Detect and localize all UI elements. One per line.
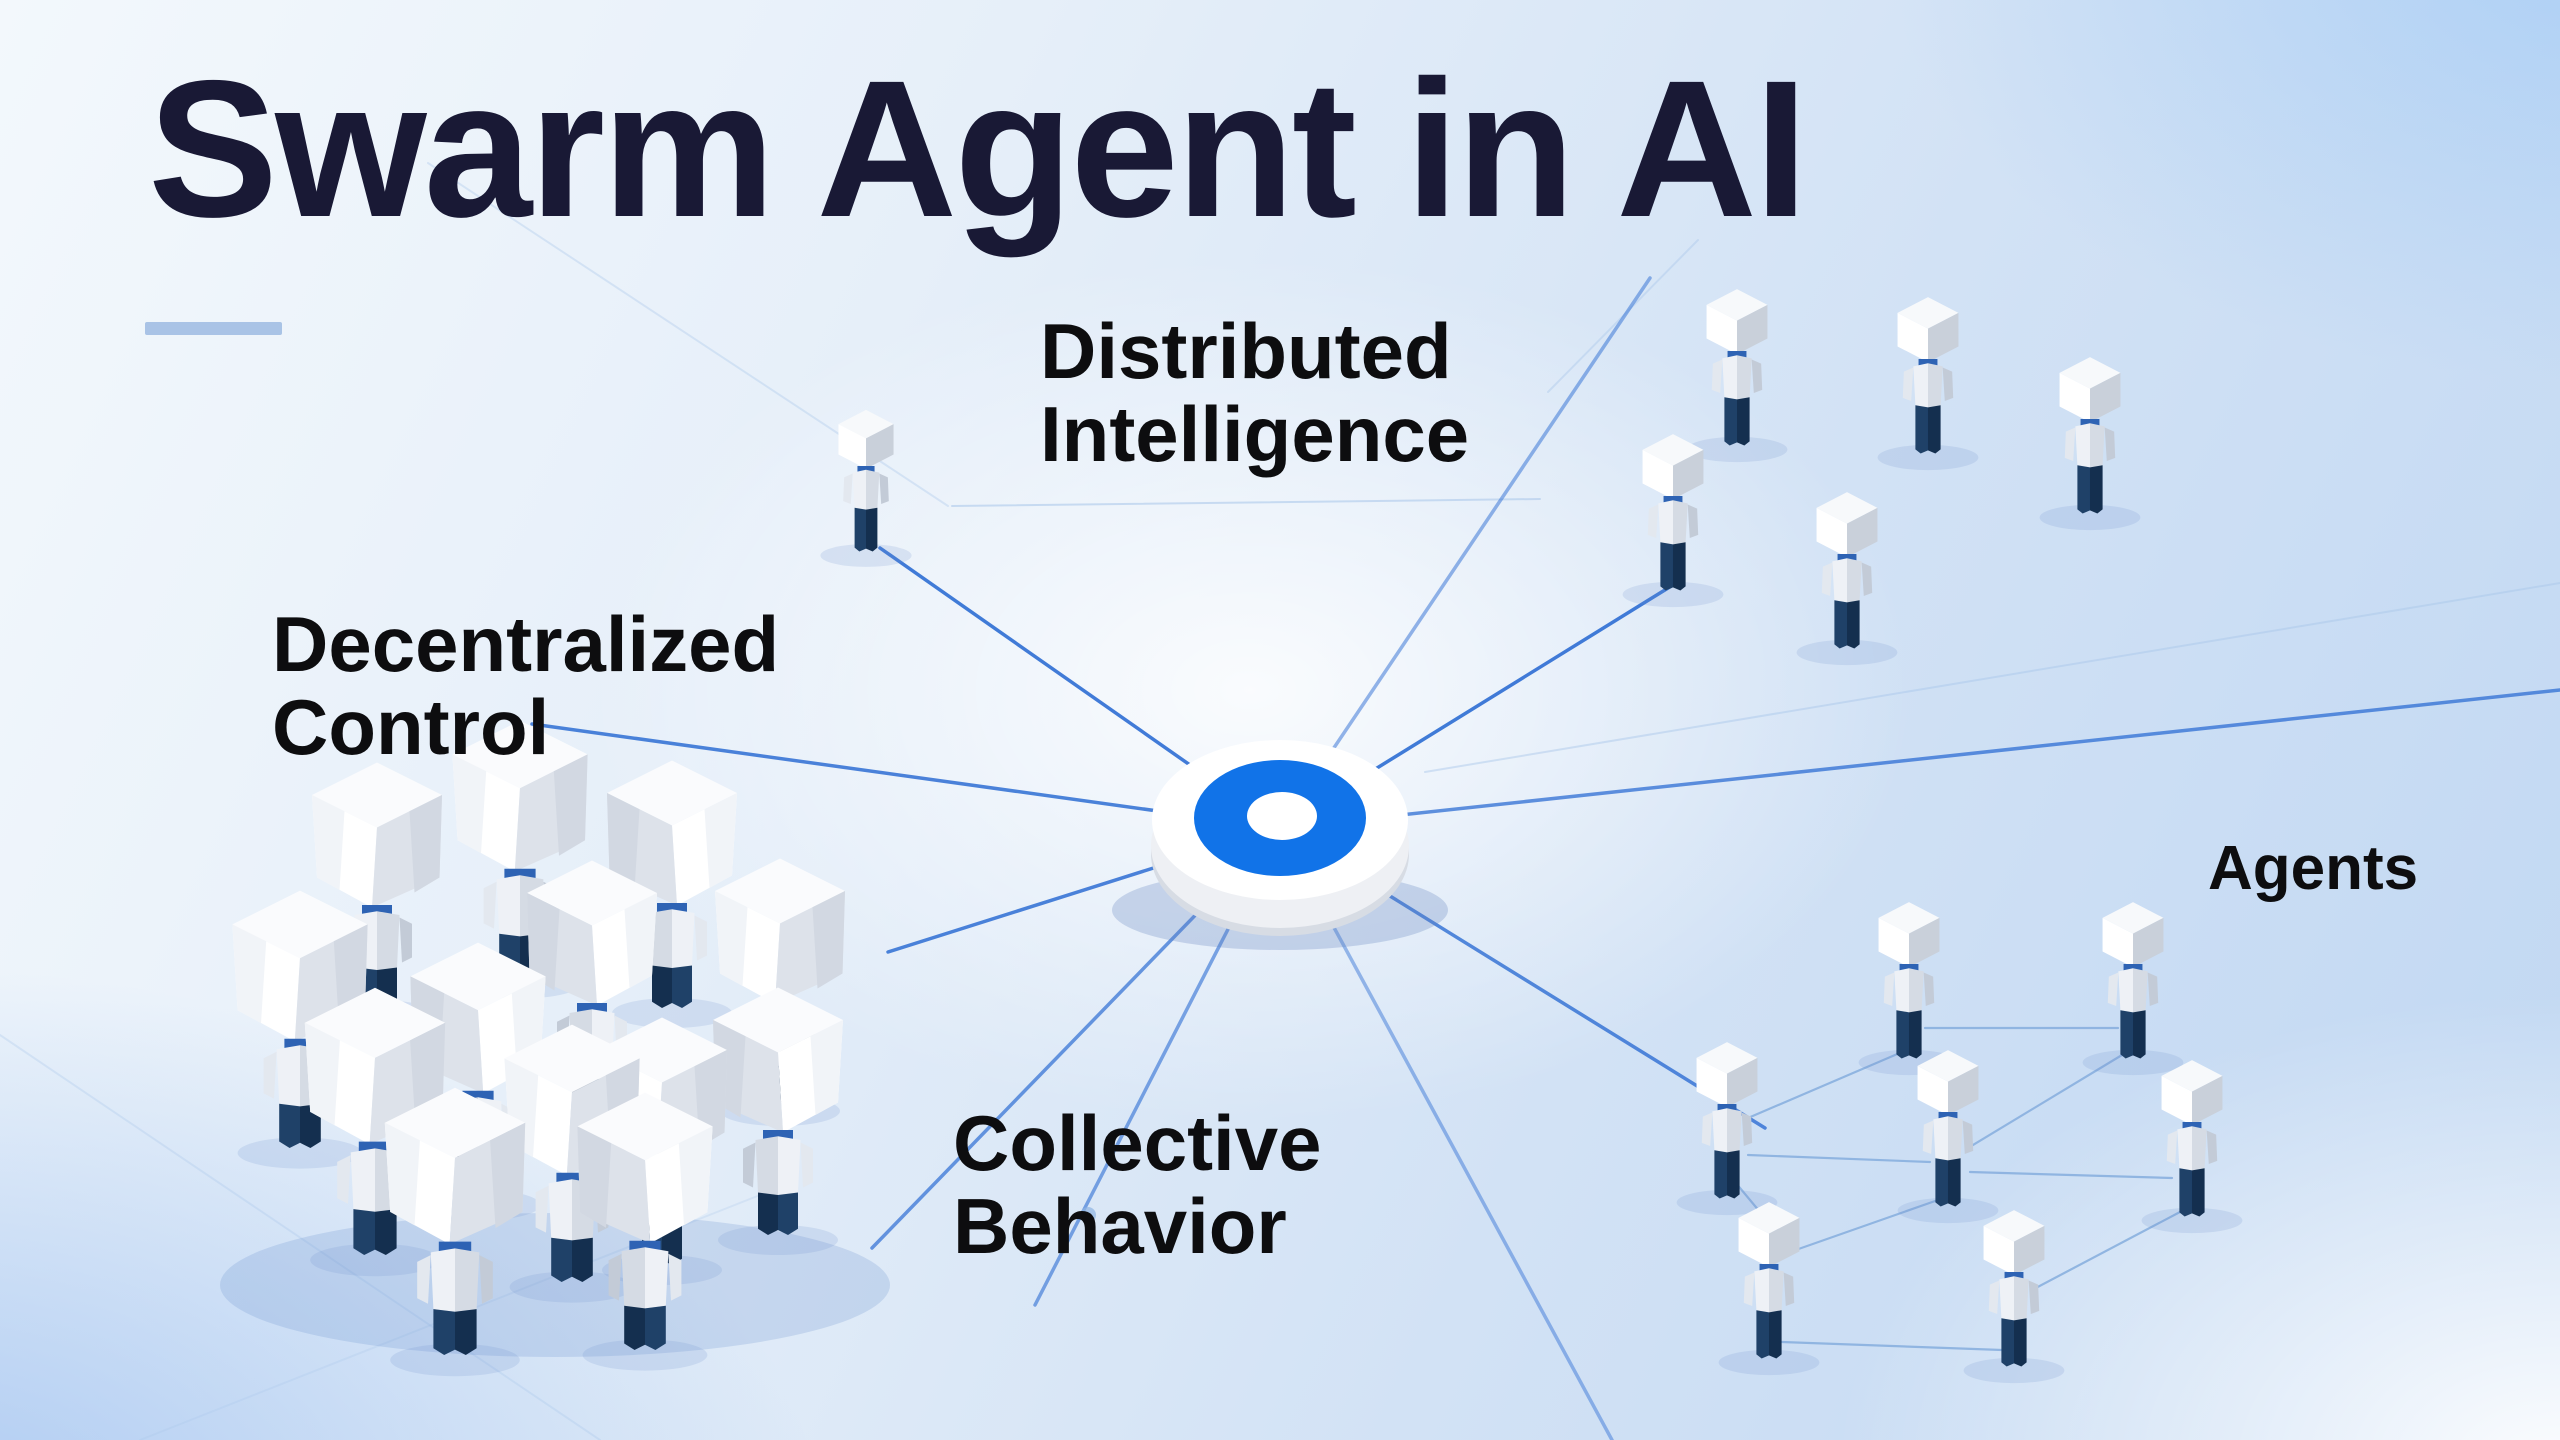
- accent-dot: [1080, 1207, 1096, 1223]
- agent-edge-line: [2030, 1210, 2182, 1292]
- agent-shadow: [1897, 1197, 1999, 1224]
- agent-shadow: [1676, 1189, 1778, 1216]
- agent-small-glyph: [2161, 1060, 2223, 1217]
- agent-figure-network-swarm: [1917, 1050, 1979, 1207]
- label-line: Distributed: [1040, 307, 1452, 395]
- agent-small-glyph: [1983, 1210, 2045, 1367]
- agent-figure-scattered-swarm: [1897, 297, 1959, 454]
- agent-small-glyph: [2059, 357, 2121, 514]
- agent-small-glyph: [1878, 902, 1940, 1059]
- label-line: Decentralized: [272, 600, 780, 688]
- agent-small-glyph: [838, 409, 894, 552]
- agent-small-glyph: [1897, 297, 1959, 454]
- agent-small-glyph: [1738, 1202, 1800, 1359]
- label-distributed-intelligence: Distributed Intelligence: [1040, 310, 1469, 475]
- agent-small-glyph: [2102, 902, 2164, 1059]
- hub-connection-line: [1278, 276, 1652, 830]
- label-agents: Agents: [2208, 834, 2419, 903]
- page-title: Swarm Agent in AI: [148, 40, 1808, 258]
- agent-shadow: [1686, 436, 1788, 463]
- agent-figure-scattered-swarm: [2059, 357, 2121, 514]
- faint-line: [1424, 582, 2560, 773]
- hub-connection-line: [1278, 826, 1614, 1440]
- agent-edge-line: [1968, 1170, 2174, 1180]
- agent-small-glyph: [1696, 1042, 1758, 1199]
- agent-figure-network-swarm: [1696, 1042, 1758, 1199]
- agent-figure-network-swarm: [1738, 1202, 1800, 1359]
- agent-shadow: [509, 1271, 635, 1303]
- agent-small-glyph: [1816, 492, 1878, 649]
- agent-figure-scattered-swarm: [1642, 434, 1704, 591]
- central-hub-node: [1151, 740, 1409, 936]
- title-underline-bar: [145, 322, 282, 335]
- label-decentralized-control: Decentralized Control: [272, 603, 779, 768]
- agent-shadow: [2141, 1207, 2243, 1234]
- agent-figure-scattered-swarm: [1816, 492, 1878, 649]
- label-line: Collective: [953, 1099, 1322, 1187]
- agent-figure-network-swarm: [2102, 902, 2164, 1059]
- agent-small-glyph: [1642, 434, 1704, 591]
- hub-connection-line: [1278, 688, 2560, 830]
- agent-shadow: [1963, 1357, 2065, 1384]
- agent-edge-line: [1746, 1153, 1932, 1164]
- agent-shadow: [582, 1339, 708, 1371]
- agent-shadow: [612, 998, 732, 1028]
- agent-shadow: [310, 1243, 440, 1277]
- agent-shadow: [2082, 1049, 2184, 1076]
- agent-shadow: [237, 1137, 363, 1169]
- faint-line: [0, 1034, 601, 1440]
- agent-shadow: [1622, 581, 1724, 608]
- hub-core: [1247, 792, 1317, 840]
- agent-figure-network-swarm: [2161, 1060, 2223, 1217]
- agent-shadow: [2039, 504, 2141, 531]
- agent-figure-network-swarm: [1878, 902, 1940, 1059]
- agent-edge-line: [1966, 1053, 2124, 1150]
- label-collective-behavior: Collective Behavior: [953, 1102, 1321, 1267]
- agent-shadow: [1877, 444, 1979, 471]
- agent-edge-line: [1746, 1050, 1904, 1120]
- agent-shadow: [390, 1343, 520, 1377]
- agent-figure-single-agent: [838, 409, 894, 552]
- agent-shadow: [1796, 639, 1898, 666]
- faint-line: [951, 498, 1541, 507]
- agent-small-glyph: [1917, 1050, 1979, 1207]
- agent-small-glyph: [1706, 289, 1768, 446]
- agent-figure-scattered-swarm: [1706, 289, 1768, 446]
- agent-figure-network-swarm: [1983, 1210, 2045, 1367]
- agent-edge-line: [1788, 1198, 1940, 1254]
- agent-shadow: [820, 544, 912, 567]
- label-line: Behavior: [953, 1181, 1287, 1270]
- agent-edge-line: [1780, 1340, 2004, 1352]
- label-line: Intelligence: [1040, 389, 1470, 478]
- agent-shadow: [1718, 1349, 1820, 1376]
- label-line: Control: [272, 682, 550, 771]
- agent-shadow: [718, 1225, 838, 1255]
